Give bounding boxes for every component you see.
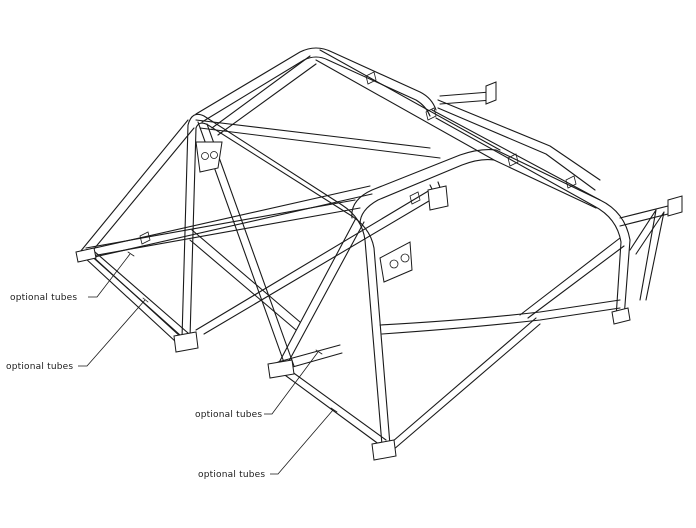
lower-braces — [195, 181, 625, 451]
optional-tubes-label-3: optional tubes — [195, 410, 262, 420]
rear-struts — [437, 91, 677, 301]
optional-tubes-label-4: optional tubes — [198, 470, 265, 480]
optional-tubes-label-2: optional tubes — [6, 362, 73, 372]
leader-lines — [78, 251, 338, 475]
front-cross-tubes — [85, 119, 441, 259]
foot-plates — [75, 185, 631, 461]
rear-hoop — [195, 47, 501, 161]
optional-tubes-label-1: optional tubes — [10, 293, 77, 303]
gusset-plates — [195, 81, 683, 283]
right-side-rail — [351, 109, 631, 319]
front-left-pillar — [79, 119, 195, 336]
mounting-tabs — [139, 71, 577, 245]
